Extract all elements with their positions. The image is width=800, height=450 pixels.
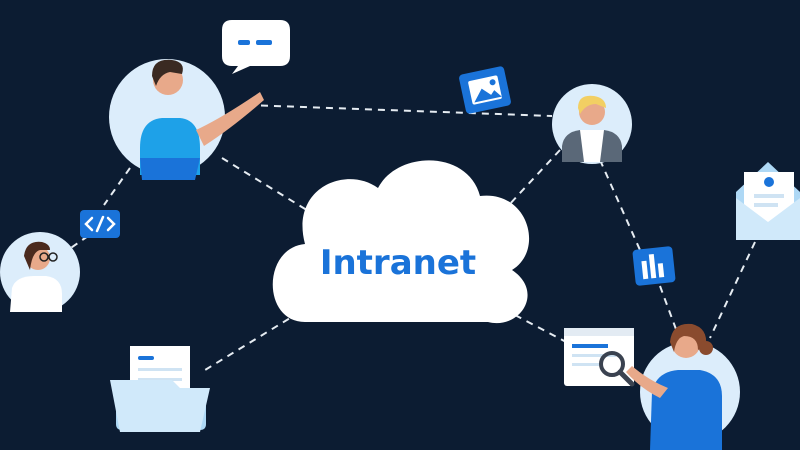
connector-mail-researcher — [709, 241, 756, 339]
presenter-hair — [152, 59, 183, 86]
researcher-hair — [670, 323, 707, 352]
folder-icon — [110, 346, 210, 432]
presenter-avatar — [109, 59, 264, 180]
document-search-icon — [564, 328, 635, 387]
code-icon — [80, 210, 120, 238]
presenter-arm — [196, 92, 264, 146]
bar-chart-icon — [632, 246, 676, 286]
intranet-cloud: Intranet — [272, 160, 530, 324]
intranet-label: Intranet — [320, 243, 476, 283]
connector-code-developer — [64, 235, 89, 253]
mail-icon — [736, 162, 800, 240]
image-icon — [459, 66, 511, 114]
colleague-avatar — [552, 84, 632, 164]
researcher-shirt — [650, 370, 722, 450]
colleague-shirt — [580, 130, 604, 162]
connector-presenter-cloud — [221, 157, 311, 213]
cloud-icon — [272, 160, 530, 324]
connector-cloud-document — [514, 314, 569, 344]
developer-shirt — [10, 276, 62, 312]
glasses-icon — [39, 252, 49, 262]
connector-colleague-chart — [599, 159, 641, 251]
magnifier-icon — [599, 351, 625, 377]
developer-hair — [24, 241, 50, 270]
presenter-pants — [140, 158, 200, 180]
connector-presenter-code — [103, 167, 131, 206]
researcher-arm — [626, 366, 668, 398]
connector-chart-researcher — [659, 285, 681, 341]
connector-cloud-folder — [204, 311, 301, 371]
developer-avatar — [0, 232, 80, 312]
researcher-avatar — [626, 323, 740, 450]
chat-bubble-icon — [222, 20, 290, 74]
connector-presenter-colleague — [247, 104, 553, 117]
colleague-hair — [578, 95, 606, 114]
